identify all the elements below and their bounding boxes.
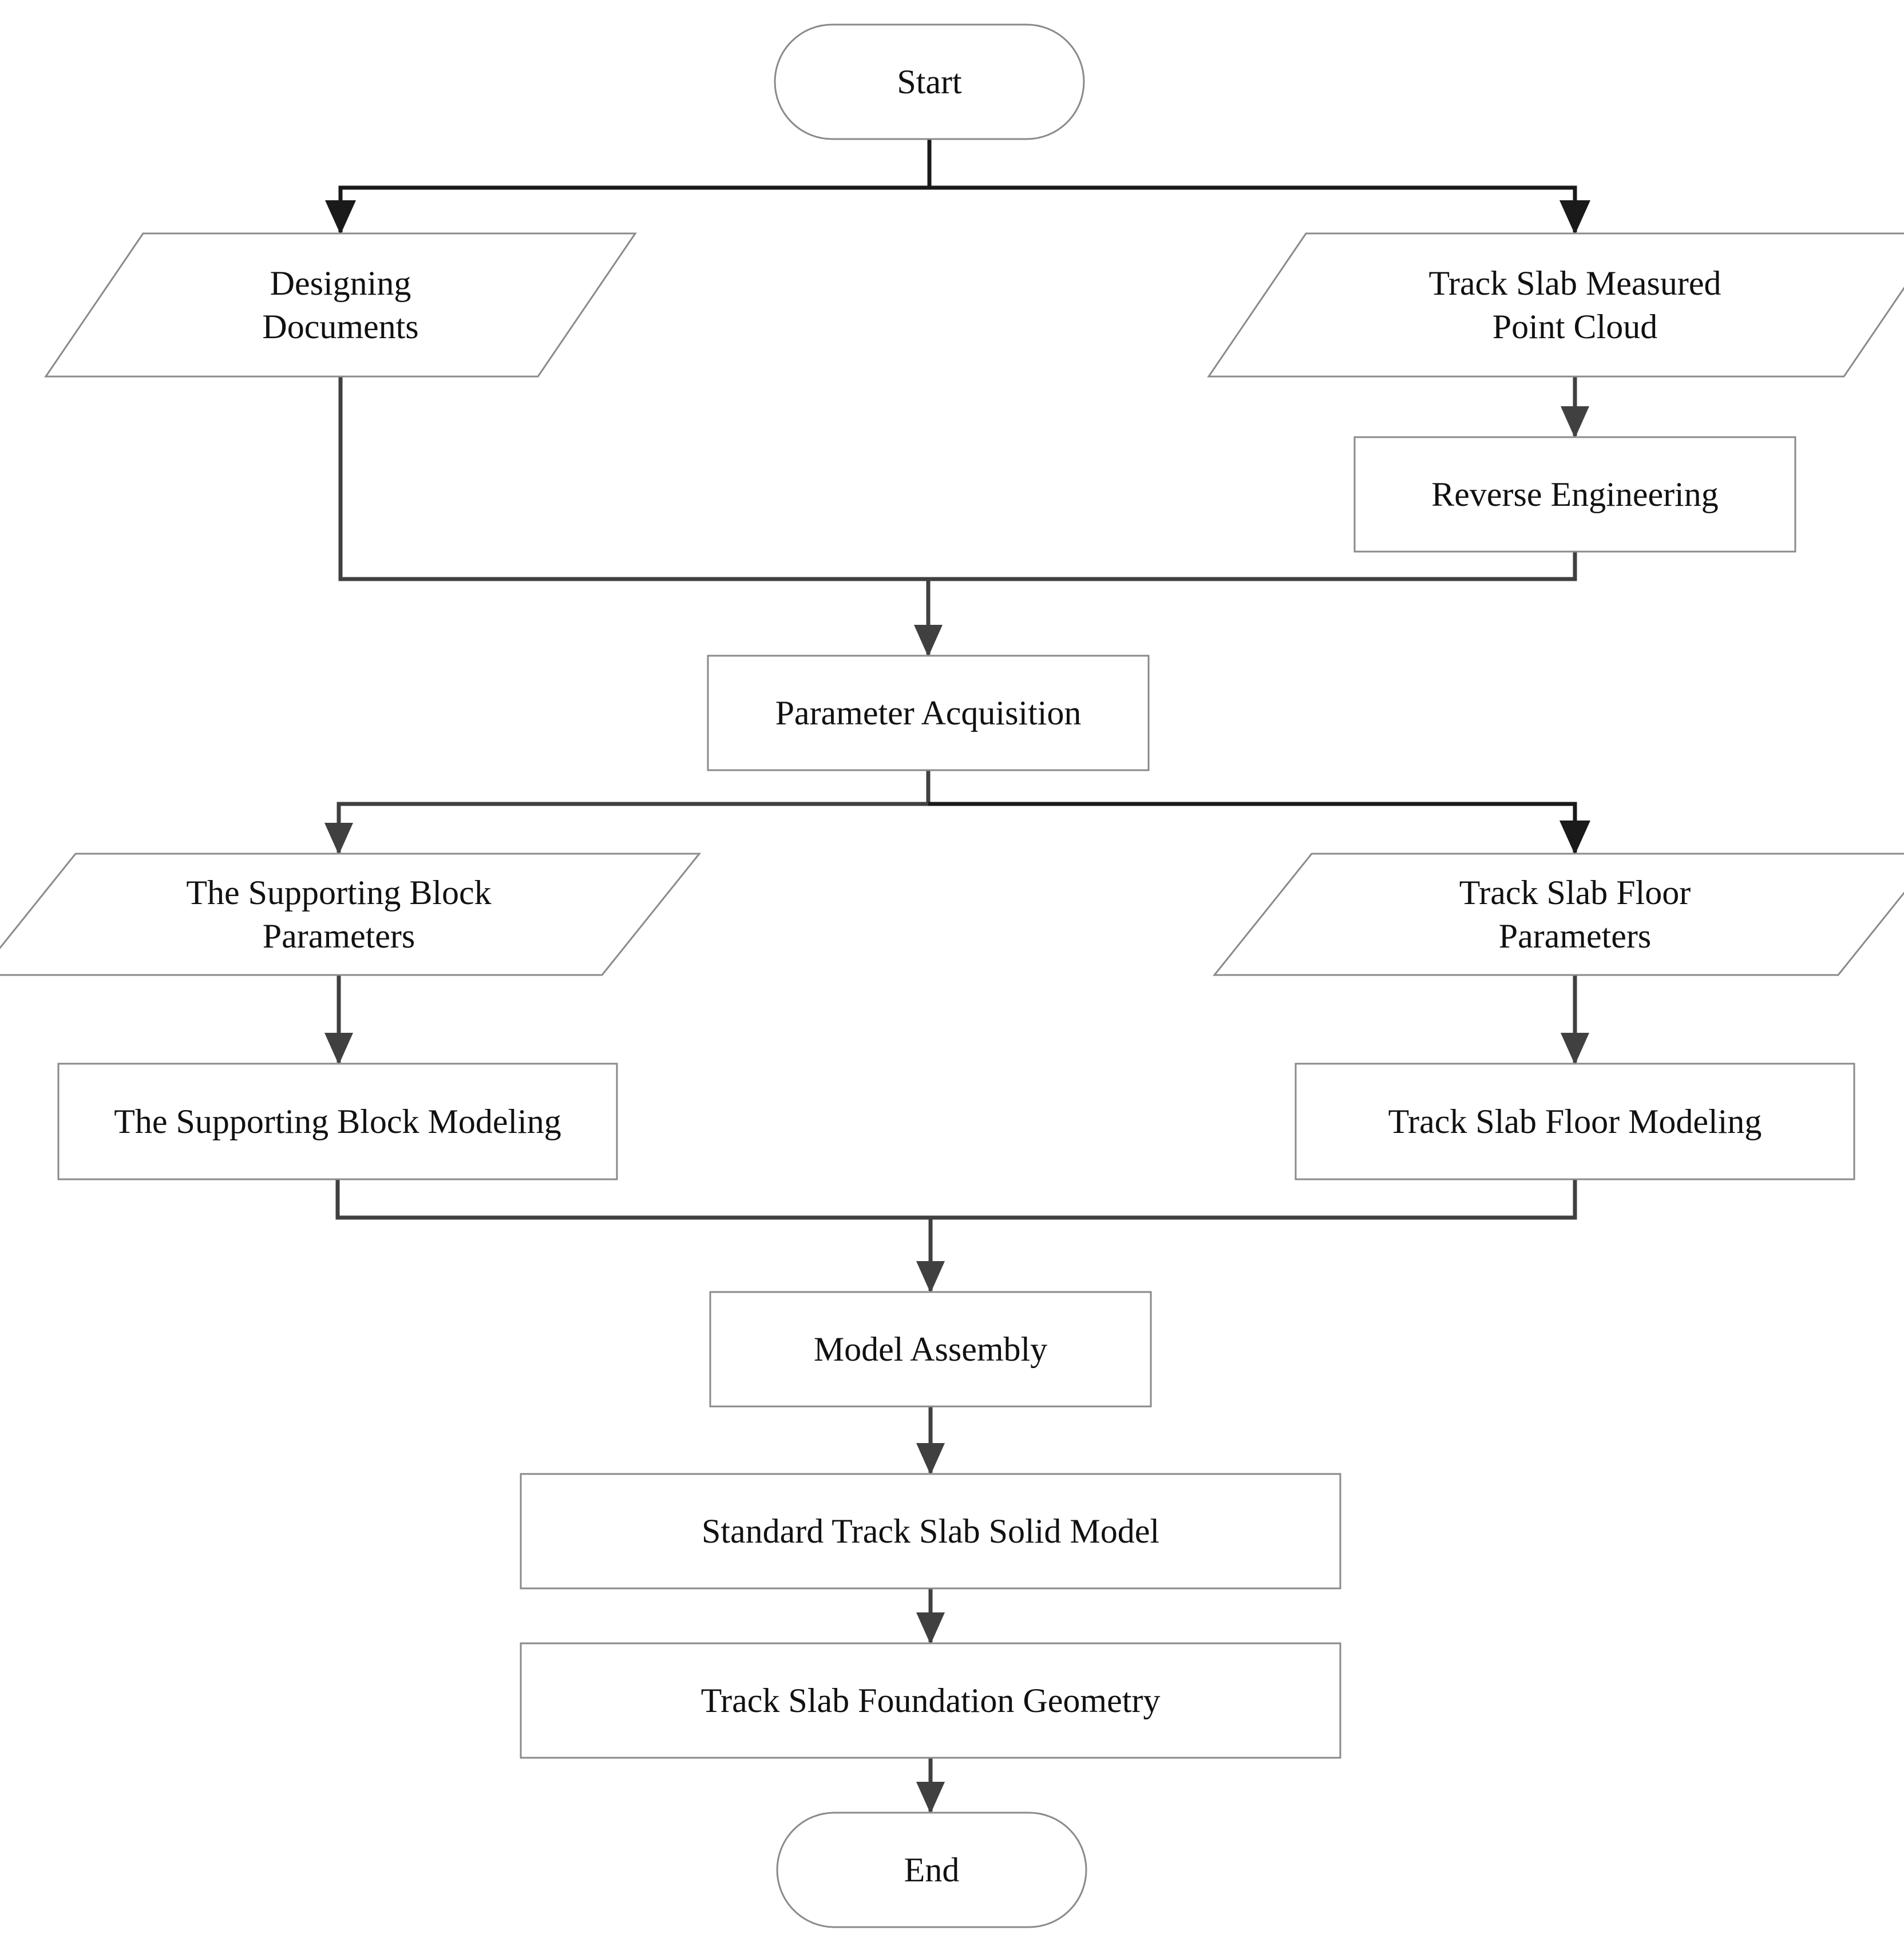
node-shape: [520, 1642, 1341, 1759]
node-label: The Supporting Block: [186, 874, 491, 911]
node-label: Documents: [262, 308, 418, 346]
node-label: The Supporting Block Modeling: [114, 1103, 561, 1140]
node-shape: [57, 1063, 618, 1180]
node-label: Start: [897, 63, 962, 101]
node-shape: [1295, 1063, 1855, 1180]
node-label: Parameters: [263, 917, 415, 955]
node-start: Start: [774, 23, 1085, 140]
node-floor-modeling: Track Slab Floor Modeling: [1295, 1063, 1855, 1180]
node-label: Track Slab Floor: [1459, 874, 1691, 911]
node-label: Track Slab Foundation Geometry: [701, 1682, 1161, 1719]
node-parameter-acquisition: Parameter Acquisition: [707, 655, 1150, 771]
node-standard-solid-model: Standard Track Slab Solid Model: [520, 1473, 1341, 1590]
edge-supporting-block-modeling-merge: [335, 1179, 931, 1220]
node-label: Parameters: [1499, 917, 1652, 955]
node-label: Model Assembly: [814, 1330, 1047, 1368]
edge-floor-modeling-merge: [931, 1179, 1577, 1220]
node-foundation-geometry: Track Slab Foundation Geometry: [520, 1642, 1341, 1759]
edge-designing-documents-merge: [338, 376, 928, 581]
edge-start-measured-point-cloud: [929, 185, 1590, 235]
node-shape: [1207, 232, 1904, 378]
edge-start-designing-documents: [325, 185, 929, 235]
node-shape: [520, 1473, 1341, 1590]
node-shape: [709, 1291, 1152, 1408]
node-label: Track Slab Measured: [1428, 264, 1721, 302]
node-shape: [707, 655, 1150, 771]
node-label: Standard Track Slab Solid Model: [702, 1512, 1159, 1550]
node-shape: [1353, 436, 1796, 553]
node-label: End: [904, 1851, 960, 1889]
node-shape: [0, 853, 702, 976]
node-label: Parameter Acquisition: [775, 694, 1082, 732]
node-label: Point Cloud: [1493, 308, 1657, 346]
node-supporting-block-modeling: The Supporting Block Modeling: [57, 1063, 618, 1180]
node-shape: [44, 232, 637, 378]
node-shape: [1212, 853, 1904, 976]
node-shape: [774, 23, 1085, 140]
node-label: Designing: [270, 264, 411, 302]
edge-split-supporting-block-parameters: [324, 802, 928, 855]
node-model-assembly: Model Assembly: [709, 1291, 1152, 1408]
node-label: Reverse Engineering: [1431, 475, 1718, 513]
edge-reverse-engineering-merge: [928, 552, 1577, 581]
node-reverse-engineering: Reverse Engineering: [1353, 436, 1796, 553]
node-end: End: [776, 1812, 1087, 1928]
node-label: Track Slab Floor Modeling: [1388, 1103, 1762, 1140]
node-shape: [776, 1812, 1087, 1928]
edge-split-floor-parameters: [928, 802, 1590, 855]
connectors: [324, 139, 1590, 1814]
